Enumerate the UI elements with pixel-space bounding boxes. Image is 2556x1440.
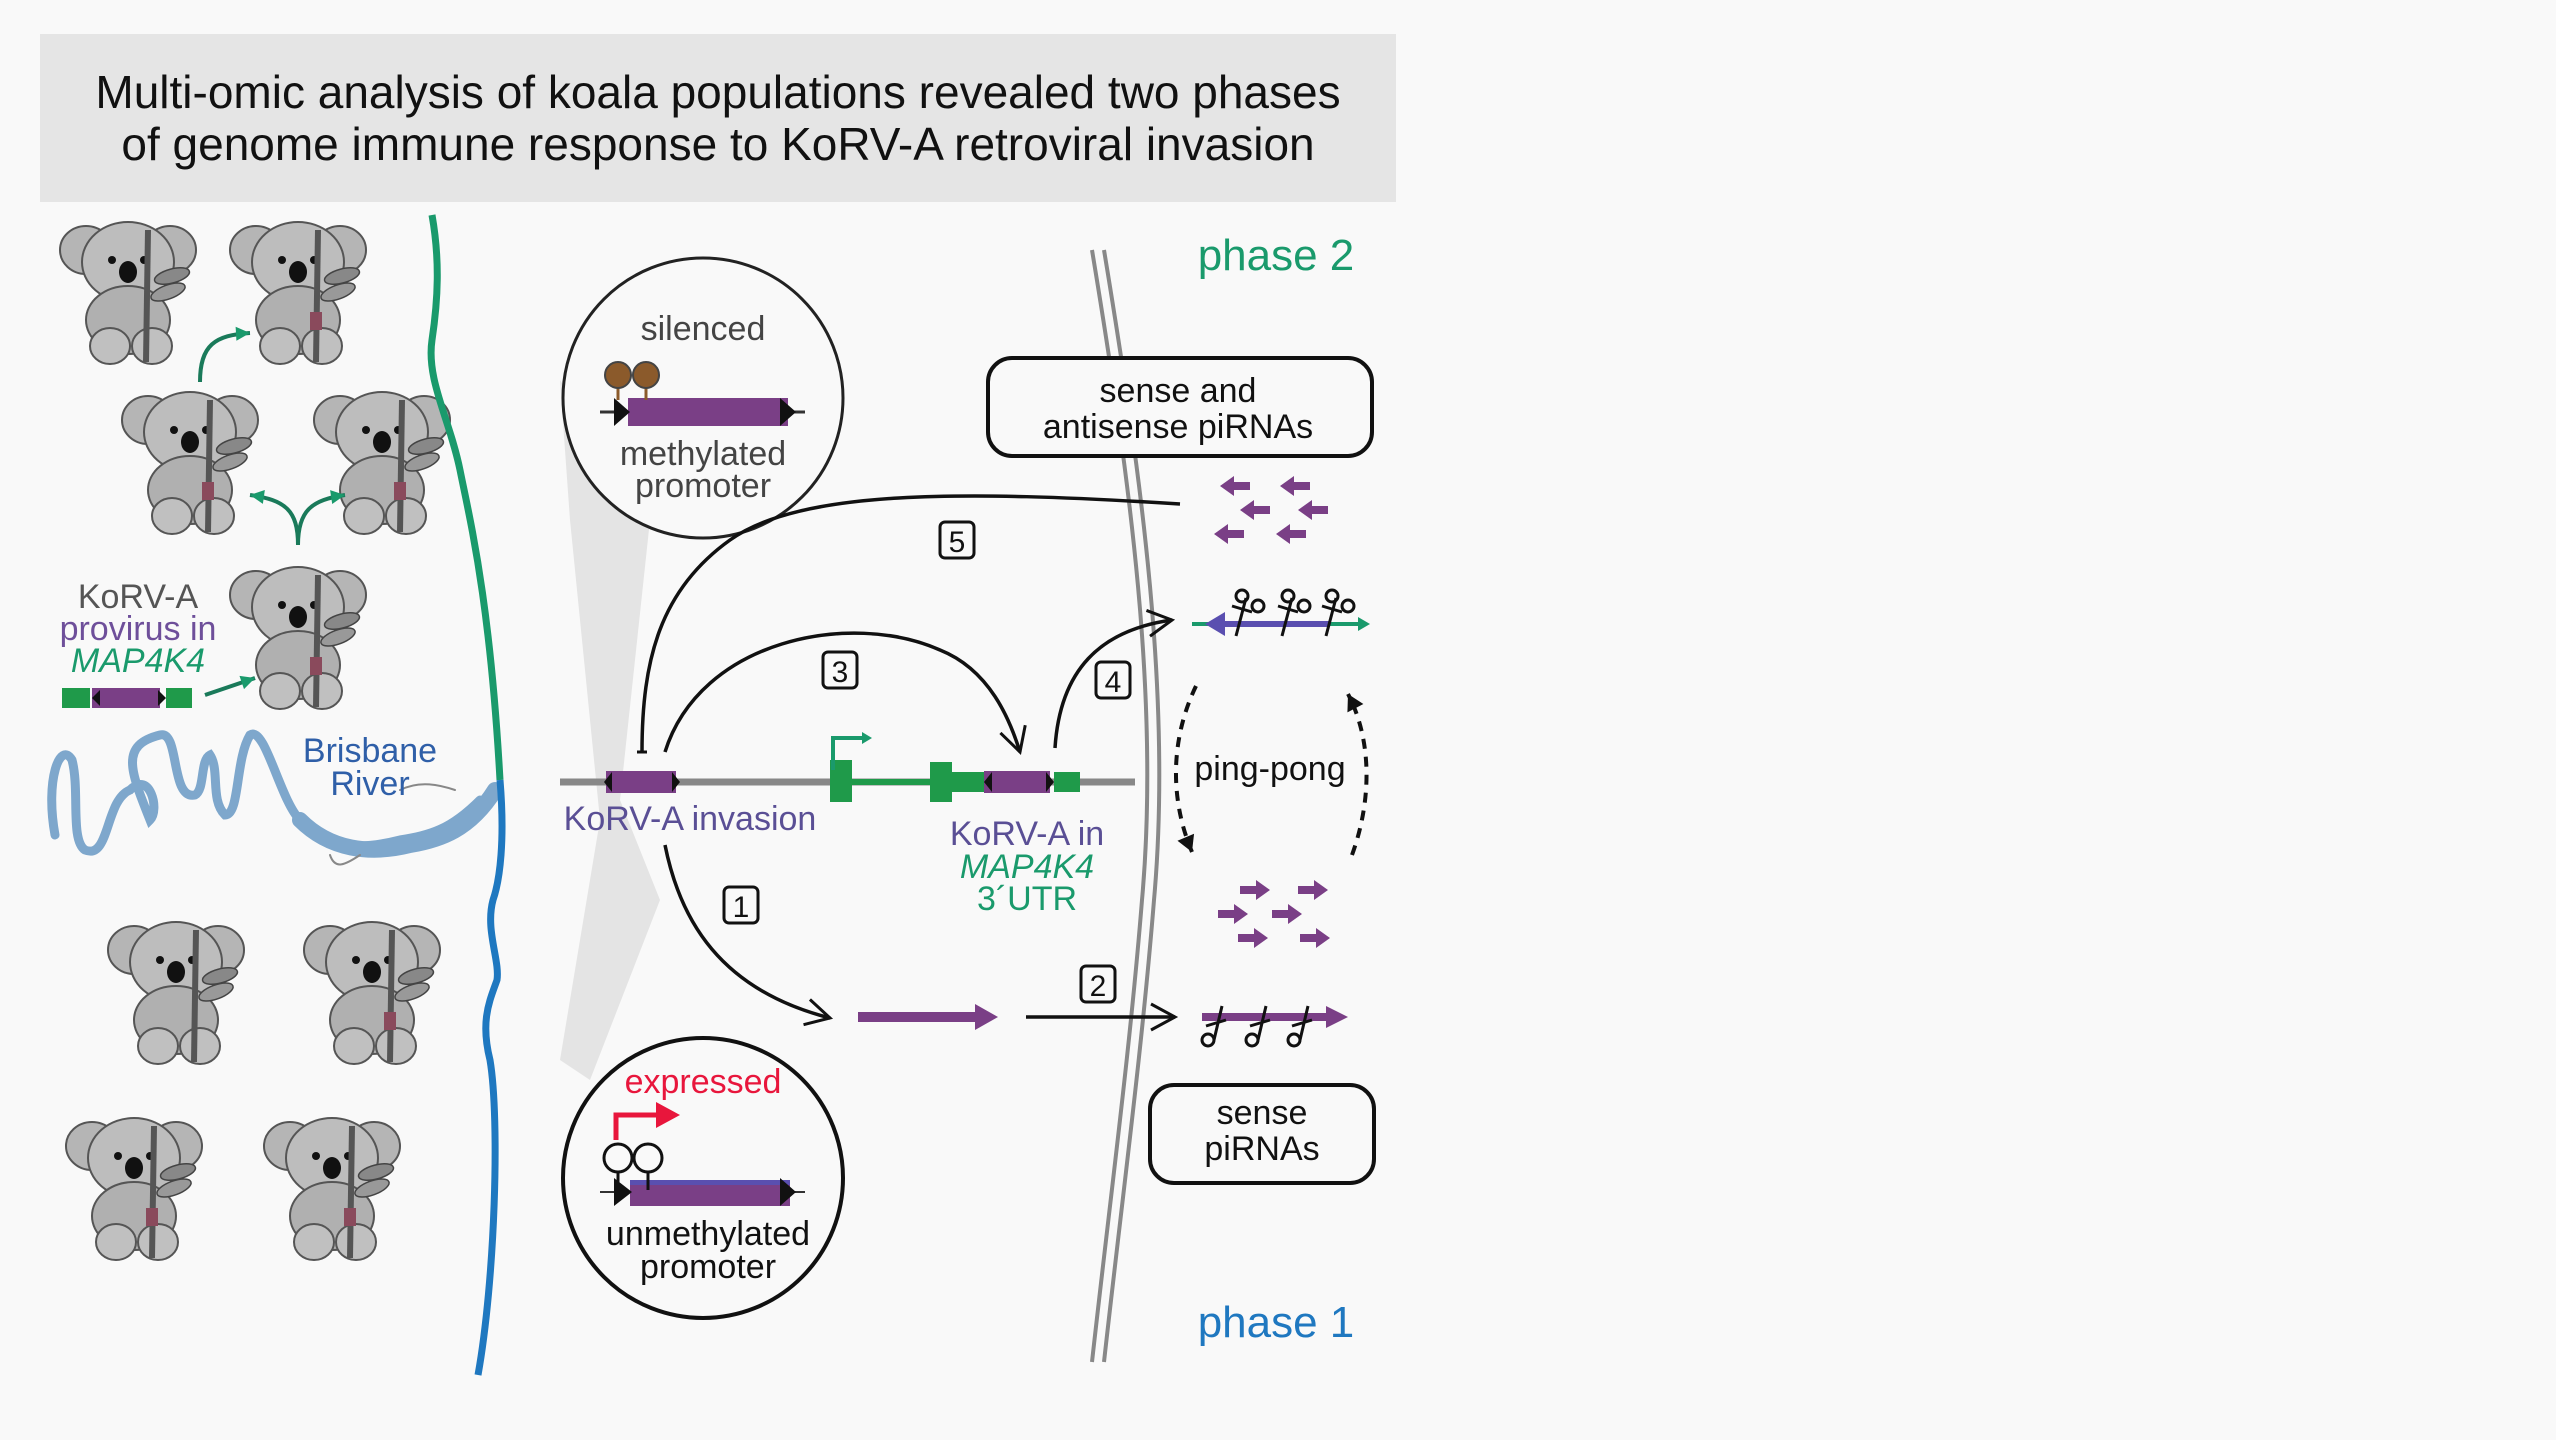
step-label-4: 4 xyxy=(1094,660,1132,700)
step3-arrow xyxy=(663,631,1027,756)
genome-track xyxy=(560,732,1135,802)
ping-pong-label: ping-pong xyxy=(1194,750,1345,788)
koala-icon xyxy=(314,392,450,534)
transcript-arrow-icon xyxy=(858,1004,998,1030)
expressed-circle: expressed unmethylated promoter xyxy=(561,1036,845,1320)
svg-text:1: 1 xyxy=(733,891,750,924)
step4-arrow xyxy=(1053,609,1176,749)
scissors-icon xyxy=(1200,1005,1313,1048)
spread-arrows xyxy=(198,326,346,697)
expressed-label: expressed xyxy=(625,1063,782,1101)
scissors-icon xyxy=(1231,588,1356,637)
silenced-label: silenced xyxy=(641,310,766,348)
svg-text:sense and: sense and xyxy=(1100,372,1257,410)
silenced-circle: silenced methylated promoter xyxy=(561,256,845,540)
sense-pirnas-box: sense piRNAs xyxy=(1148,1083,1376,1185)
korv-invasion-label: KoRV-A invasion xyxy=(564,800,817,838)
koala-icon xyxy=(60,222,196,364)
step-label-2: 2 xyxy=(1079,964,1117,1004)
koala-icon xyxy=(108,922,244,1064)
step1-arrow xyxy=(663,844,834,1027)
title-line-2: of genome immune response to KoRV-A retr… xyxy=(121,118,1315,170)
shaded-region xyxy=(560,380,660,1080)
provirus-label-gene: MAP4K4 xyxy=(71,642,205,680)
koala-icon xyxy=(230,222,366,364)
phase2-divider-line xyxy=(427,214,504,781)
phase2-label: phase 2 xyxy=(1198,231,1355,280)
svg-text:2: 2 xyxy=(1090,970,1107,1003)
map4k4-exon xyxy=(830,760,852,802)
antisense-pirna-icons xyxy=(1214,476,1328,544)
koala-icon xyxy=(264,1118,400,1260)
svg-text:piRNAs: piRNAs xyxy=(1204,1130,1319,1168)
svg-text:sense: sense xyxy=(1217,1094,1308,1132)
sense-pirna-icons xyxy=(1218,880,1330,948)
brisbane-river-icon xyxy=(47,729,503,866)
promoter-label: promoter xyxy=(640,1248,776,1286)
methyl-group-icon xyxy=(604,361,632,389)
unmethylated-label: unmethylated xyxy=(606,1215,810,1253)
map4k4-label: MAP4K4 xyxy=(960,848,1094,886)
svg-text:5: 5 xyxy=(949,526,966,559)
koala-icon xyxy=(304,922,440,1064)
korv-in-map4k4-label: KoRV-A in xyxy=(950,815,1104,853)
korv-in-map4k4-element xyxy=(984,771,1050,793)
pathway-arrows xyxy=(636,494,1181,1032)
step-label-3: 3 xyxy=(821,650,859,690)
provirus-gene-icon xyxy=(62,688,192,708)
phase1-divider-line xyxy=(474,779,506,1376)
cleaved-transcript-top xyxy=(1192,588,1370,637)
methyl-group-icon xyxy=(632,361,660,389)
title-line-1: Multi-omic analysis of koala populations… xyxy=(95,66,1341,118)
step5-arrow xyxy=(636,494,1181,754)
sense-antisense-pirnas-box: sense and antisense piRNAs xyxy=(986,356,1374,458)
svg-text:3: 3 xyxy=(832,656,849,689)
koala-population-bottom xyxy=(66,922,440,1260)
title-banner: Multi-omic analysis of koala populations… xyxy=(40,34,1396,202)
river-label-line1: Brisbane xyxy=(303,732,437,770)
koala-icon xyxy=(230,567,366,709)
svg-text:antisense piRNAs: antisense piRNAs xyxy=(1043,408,1313,446)
korv-invasion-element xyxy=(606,771,676,793)
cleaved-transcript-bottom xyxy=(1200,1005,1348,1048)
map4k4-tss-icon xyxy=(831,736,864,770)
svg-text:4: 4 xyxy=(1105,666,1122,699)
provirus-label-line1: KoRV-A xyxy=(78,578,199,616)
step-label-5: 5 xyxy=(938,520,976,560)
provirus-label-line2: provirus in xyxy=(60,610,217,648)
phase1-label: phase 1 xyxy=(1198,1298,1355,1347)
unmethylated-group-icon xyxy=(602,1142,634,1174)
river-label-line2: River xyxy=(330,765,409,803)
koala-icon xyxy=(66,1118,202,1260)
promoter-label: promoter xyxy=(635,467,771,505)
transcription-start-icon xyxy=(613,1112,660,1140)
step-label-1: 1 xyxy=(722,885,760,925)
utr-label: 3´UTR xyxy=(977,880,1077,918)
map4k4-exon xyxy=(930,762,952,802)
unmethylated-group-icon xyxy=(632,1142,664,1174)
koala-icon xyxy=(122,392,258,534)
ping-pong-cycle xyxy=(1174,685,1369,856)
methylated-label: methylated xyxy=(620,435,786,473)
